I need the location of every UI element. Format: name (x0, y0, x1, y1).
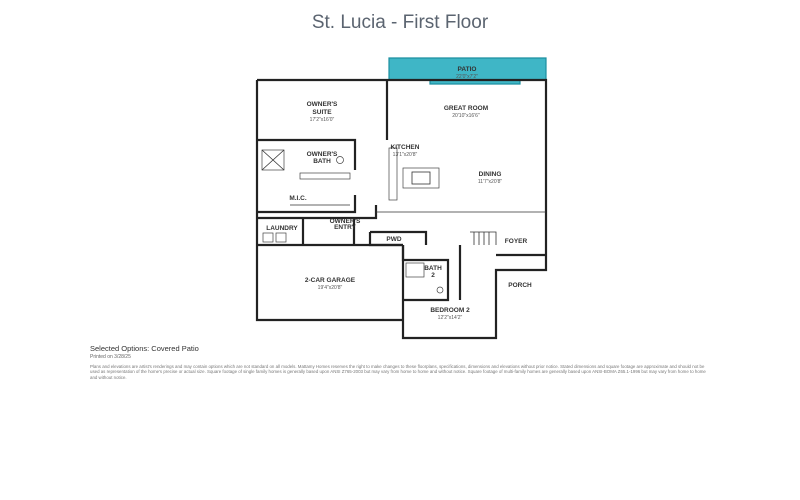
dining-label: DINING (479, 171, 502, 178)
bedroom2-dim: 12'2"x14'2" (438, 315, 463, 321)
garage-dim: 19'4"x20'8" (318, 285, 343, 291)
foyer-label: FOYER (505, 238, 528, 245)
laundry-label: LAUNDRY (266, 225, 298, 232)
exterior-walls (255, 78, 548, 340)
toilet (336, 156, 344, 164)
porch-label: PORCH (508, 282, 532, 289)
kitchen-label: KITCHEN (391, 144, 420, 151)
owners-bath-label-2: BATH (313, 158, 331, 165)
bath2-label-2: 2 (431, 272, 435, 279)
mic-label: M.I.C. (289, 195, 307, 202)
page-title: St. Lucia - First Floor (311, 12, 489, 33)
bath2-tub (405, 262, 425, 278)
kitchen-dim: 13'1"x20'8" (393, 152, 418, 158)
pwd-label: PWD (386, 236, 401, 243)
dining-dim: 11'7"x20'8" (478, 179, 502, 185)
owners-bath-label: OWNER'S (307, 151, 338, 158)
selected-options: Selected Options: Covered Patio (90, 344, 199, 353)
room-labels: PATIO 22'0"x7'2" OWNER'S SUITE 17'2"x16'… (266, 66, 532, 321)
patio-dim: 22'0"x7'2" (456, 74, 478, 80)
disclaimer-text: Plans and elevations are artist's render… (90, 364, 706, 380)
patio-label: PATIO (458, 66, 477, 73)
owners-entry-label-2: ENTRY (334, 224, 356, 231)
printed-date: Printed on 3/28/25 (90, 354, 131, 360)
owners-suite-label-2: SUITE (312, 109, 332, 116)
interior-walls (257, 80, 546, 302)
great-room-dim: 20'10"x16'6" (452, 113, 480, 119)
washer (262, 232, 274, 243)
owners-suite-dim: 17'2"x16'0" (310, 117, 335, 123)
kitchen-counter (388, 147, 398, 201)
stairs (470, 231, 497, 245)
great-room-label: GREAT ROOM (444, 105, 488, 112)
fixtures (261, 147, 497, 294)
garage-label: 2-CAR GARAGE (305, 277, 356, 284)
bath2-label: BATH (424, 265, 442, 272)
bedroom2-label: BEDROOM 2 (430, 307, 470, 314)
kitchen-island (402, 167, 440, 189)
dryer (275, 232, 287, 243)
owners-entry-label: OWNER'S (330, 218, 361, 225)
vanity (299, 172, 351, 180)
owners-suite-label: OWNER'S (307, 101, 338, 108)
bath2-toilet (436, 286, 444, 294)
